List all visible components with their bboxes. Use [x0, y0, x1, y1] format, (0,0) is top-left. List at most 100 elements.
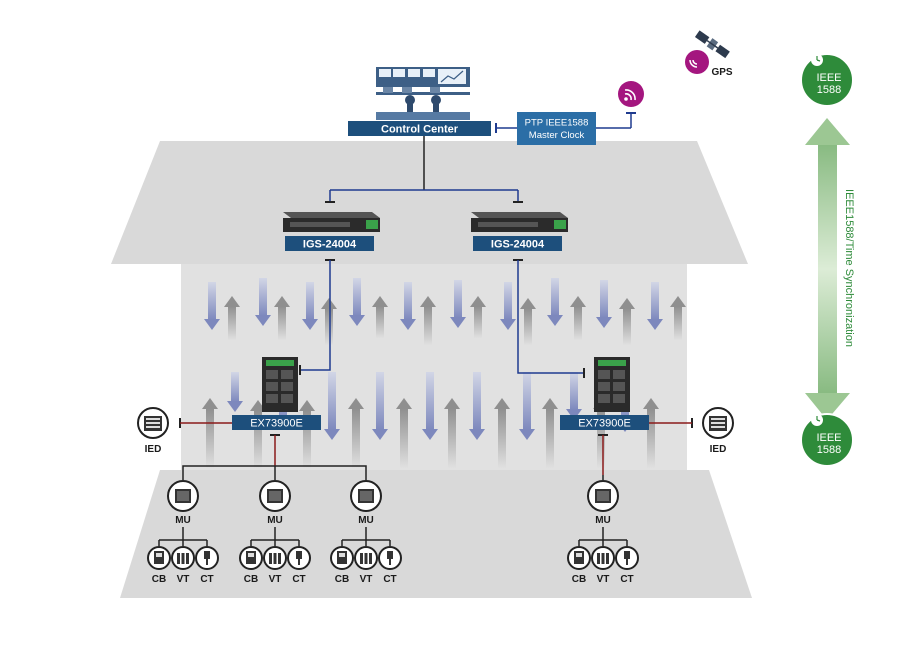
merging-unit-label: MU [175, 515, 191, 526]
device-cb-label: CB [152, 574, 166, 585]
ied-right-label: IED [710, 444, 727, 455]
device-ct-label: CT [292, 574, 305, 585]
device-ct-label: CT [383, 574, 396, 585]
down-sync-arrow [566, 372, 582, 420]
sync-vertical-label: IEEE1588/Time Synchronization [843, 189, 855, 347]
ied-left-label: IED [145, 444, 162, 455]
device-cb-label: CB [335, 574, 349, 585]
merging-unit: MU CB VT CT [239, 480, 311, 585]
ied-left-icon [137, 407, 169, 439]
edge-switch-2-label: EX73900E [578, 418, 631, 430]
device-vt-label: VT [360, 574, 373, 585]
down-sync-arrow [500, 282, 516, 330]
device-vt-label: VT [269, 574, 282, 585]
up-sync-arrow [470, 296, 486, 338]
down-sync-arrow [372, 372, 388, 440]
up-sync-arrow [444, 398, 460, 468]
device-vt-icon [171, 546, 195, 570]
down-sync-arrow [255, 278, 271, 326]
device-ct-icon [615, 546, 639, 570]
up-sync-arrow [348, 398, 364, 468]
ieee1588-badge-bottom [800, 413, 854, 467]
device-ct-label: CT [200, 574, 213, 585]
edge-switch-1-icon [262, 357, 298, 412]
merging-unit-icon [167, 480, 199, 512]
up-sync-arrow [542, 398, 558, 468]
up-sync-arrow [670, 296, 686, 340]
control-center-label: Control Center [381, 124, 459, 136]
device-ct-icon [195, 546, 219, 570]
gps-satellite-icon [685, 30, 730, 74]
down-sync-arrow [547, 278, 563, 326]
down-sync-arrow [302, 282, 318, 330]
device-vt-label: VT [597, 574, 610, 585]
device-cb-label: CB [244, 574, 258, 585]
ied-right-icon [702, 407, 734, 439]
core-switch-1-box [285, 236, 374, 251]
core-switch-2-label: IGS-24004 [491, 239, 545, 251]
merging-unit: MU CB VT CT [147, 480, 219, 585]
device-ct-label: CT [620, 574, 633, 585]
up-sync-arrow [520, 298, 536, 345]
down-sync-arrow [349, 278, 365, 326]
device-ct-icon [287, 546, 311, 570]
down-sync-arrow [204, 282, 220, 330]
sync-arrow-head-up [805, 118, 850, 145]
device-vt-icon [263, 546, 287, 570]
up-sync-arrow [202, 398, 218, 468]
control-center-box [348, 121, 491, 136]
device-cb-label: CB [572, 574, 586, 585]
device-vt-icon [354, 546, 378, 570]
base-band [120, 470, 752, 598]
merging-unit-label: MU [267, 515, 283, 526]
control-center-icon [376, 67, 470, 120]
up-sync-arrow [321, 298, 337, 345]
merging-unit-label: MU [358, 515, 374, 526]
ptp-master-clock-line1: PTP IEEE1588 [525, 118, 589, 129]
down-sync-arrow [647, 282, 663, 330]
edge-switch-1-box [232, 415, 321, 430]
up-sync-arrow [619, 298, 635, 345]
up-sync-arrow [494, 398, 510, 468]
device-cb-icon [330, 546, 354, 570]
core-switch-2-box [473, 236, 562, 251]
down-sync-arrow [227, 372, 243, 412]
device-cb-icon [147, 546, 171, 570]
core-switch-1-icon [283, 212, 380, 232]
merging-unit-icon [587, 480, 619, 512]
merging-unit-icon [259, 480, 291, 512]
sync-arrow-head-down [805, 393, 850, 420]
merging-unit: MU CB VT CT [330, 480, 402, 585]
device-vt-label: VT [177, 574, 190, 585]
ieee1588-badge-top-line1: IEEE [816, 72, 841, 84]
sync-arrow-shaft [818, 141, 837, 397]
up-sync-arrow [570, 296, 586, 340]
device-cb-icon [239, 546, 263, 570]
ieee1588-badge-top-line2: 1588 [817, 84, 841, 96]
up-sync-arrow [420, 296, 436, 345]
up-sync-arrow [274, 296, 290, 340]
down-sync-arrow [519, 372, 535, 440]
up-sync-arrow [372, 296, 388, 338]
ieee1588-badge-top [800, 53, 854, 107]
device-cb-icon [567, 546, 591, 570]
up-sync-arrow [224, 296, 240, 340]
wireless-icon [618, 81, 644, 107]
sync-arrows [202, 278, 686, 468]
down-sync-arrow [422, 372, 438, 440]
edge-switch-2-box [560, 415, 649, 430]
device-ct-icon [378, 546, 402, 570]
down-sync-arrow [400, 282, 416, 330]
up-sync-arrow [643, 398, 659, 468]
ieee1588-badge-bottom-line1: IEEE [816, 432, 841, 444]
ieee1588-badge-bottom-line2: 1588 [817, 444, 841, 456]
ptp-master-clock-box [517, 112, 596, 145]
core-switch-2-icon [471, 212, 568, 232]
edge-switch-1-label: EX73900E [250, 418, 303, 430]
down-sync-arrow [324, 372, 340, 440]
up-sync-arrow [396, 398, 412, 468]
ptp-master-clock-line2: Master Clock [529, 130, 585, 141]
